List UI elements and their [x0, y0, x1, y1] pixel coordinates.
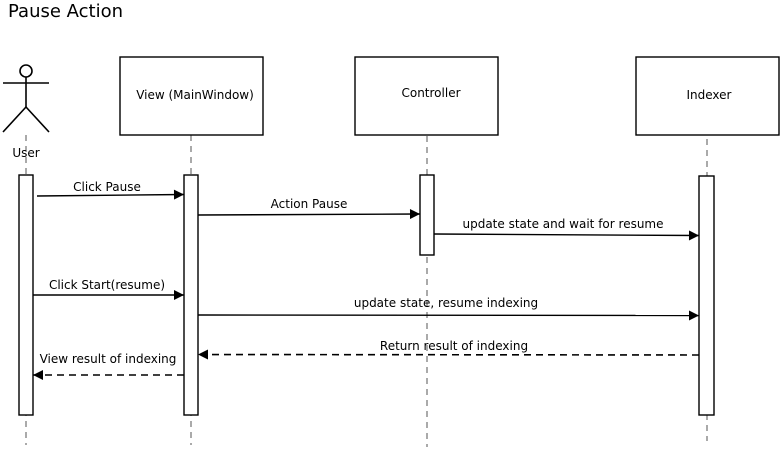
controller-activation-bar — [419, 174, 435, 256]
view-participant-box — [119, 56, 264, 136]
view-activation-bar — [183, 174, 199, 416]
view-participant-label: View (MainWindow) — [136, 88, 254, 102]
update-resume-arrow — [197, 310, 700, 321]
click-pause-arrow — [36, 189, 185, 200]
update-wait-label: update state and wait for resume — [462, 217, 663, 231]
click-pause-label: Click Pause — [73, 180, 141, 194]
update-resume-label: update state, resume indexing — [354, 296, 538, 310]
controller-participant-label: Controller — [401, 86, 460, 100]
return-result-label: Return result of indexing — [380, 339, 528, 353]
update-wait-arrow — [433, 230, 700, 241]
indexer-activation-bar — [698, 175, 715, 416]
return-result-arrow — [197, 349, 700, 360]
user-activation-bar — [18, 174, 34, 416]
diagram-title: Pause Action — [8, 1, 123, 22]
click-start-label: Click Start(resume) — [49, 278, 165, 292]
view-result-label: View result of indexing — [40, 352, 177, 366]
user-actor-icon — [2, 64, 50, 133]
indexer-participant-label: Indexer — [687, 88, 732, 102]
user-actor-label: User — [12, 146, 39, 160]
action-pause-arrow — [197, 209, 421, 220]
indexer-participant-box — [635, 56, 780, 136]
controller-participant-box — [354, 56, 499, 136]
action-pause-label: Action Pause — [271, 197, 348, 211]
